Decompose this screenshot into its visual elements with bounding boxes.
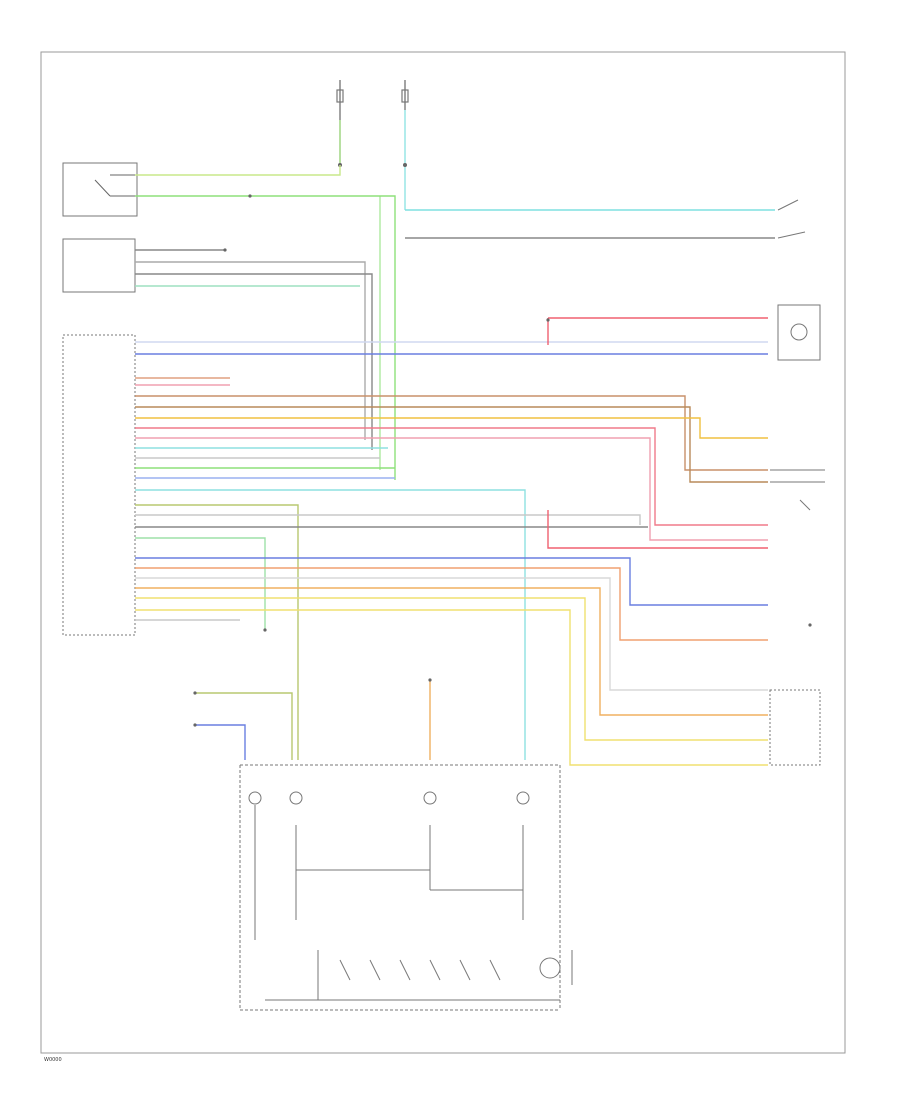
speed-control-module bbox=[239, 764, 573, 1011]
clutch-switch bbox=[62, 162, 138, 217]
right-components bbox=[769, 199, 825, 766]
pin-markers bbox=[193, 194, 812, 727]
diagram-code: W0000 bbox=[44, 1057, 62, 1063]
brake-switch bbox=[62, 238, 136, 293]
pcm-block bbox=[62, 334, 136, 636]
diagram-frame bbox=[40, 51, 846, 1054]
top-power-feeds bbox=[336, 80, 409, 210]
harness-wires bbox=[135, 165, 775, 766]
